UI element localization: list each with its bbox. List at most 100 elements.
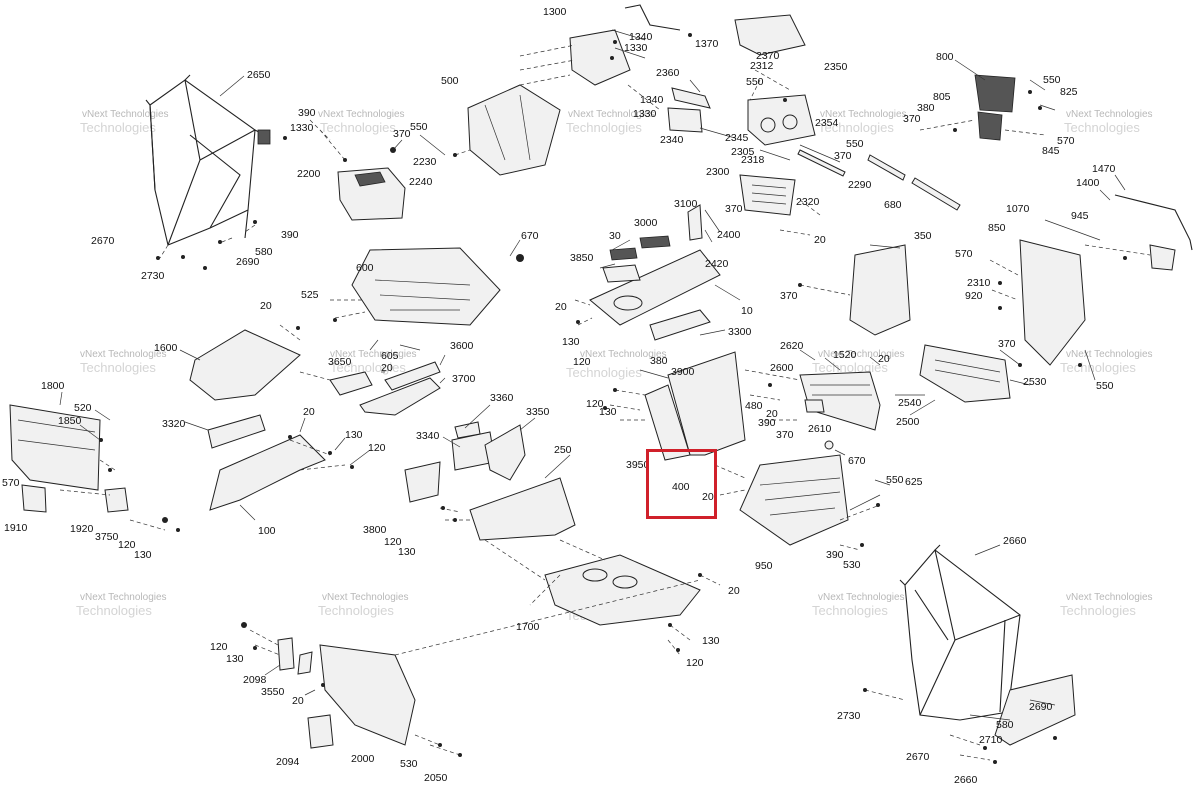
part-label: 2400	[717, 229, 741, 241]
part-label: 3000	[634, 217, 658, 229]
part-label: 550	[410, 121, 428, 133]
part-label: 1070	[1006, 203, 1030, 215]
part-2300	[739, 174, 796, 216]
part-3320	[207, 414, 266, 449]
highlight-box-part-400	[646, 449, 717, 519]
part-label: 500	[441, 75, 459, 87]
part-label: 2660	[954, 774, 978, 785]
part-1600	[189, 329, 301, 401]
part-label: 825	[1060, 86, 1078, 98]
part-label: 2730	[837, 710, 861, 722]
part-label: 2650	[247, 69, 271, 81]
part-30	[609, 247, 638, 261]
part-label: 550	[1043, 74, 1061, 86]
part-label: 1520	[833, 349, 857, 361]
part-label: 2540	[898, 397, 922, 409]
part-label: 2200	[297, 168, 321, 180]
part-label: 390	[826, 549, 844, 561]
part-label: 670	[521, 230, 539, 242]
part-label: 2050	[424, 772, 448, 784]
part-label: 950	[755, 560, 773, 572]
part-label: 20	[878, 353, 890, 365]
part-label: 2730	[141, 270, 165, 282]
part-label: 2350	[824, 61, 848, 73]
part-label: 1340	[640, 94, 664, 106]
part-label: 370	[780, 290, 798, 302]
part-label: 580	[996, 719, 1014, 731]
part-label: 2690	[1029, 701, 1053, 713]
part-label: 805	[933, 91, 951, 103]
part-label: 480	[745, 400, 763, 412]
part-label: 2345	[725, 132, 749, 144]
part-label: 2620	[780, 340, 804, 352]
fasteners	[99, 33, 1127, 764]
part-2200	[337, 167, 406, 221]
part-label: 3340	[416, 430, 440, 442]
part-label: 3650	[328, 356, 352, 368]
part-label: 520	[74, 402, 92, 414]
part-label: 1400	[1076, 177, 1100, 189]
part-label: 380	[650, 355, 668, 367]
part-label: 2360	[656, 67, 680, 79]
part-label: 130	[226, 653, 244, 665]
part-label: 680	[884, 199, 902, 211]
part-label: 580	[255, 246, 273, 258]
part-label: 3850	[570, 252, 594, 264]
part-label: 380	[917, 102, 935, 114]
part-label: 3750	[95, 531, 119, 543]
watermark: Technologies	[80, 360, 156, 375]
watermark: Technologies	[320, 120, 396, 135]
part-label: 2098	[243, 674, 267, 686]
part-label: 120	[586, 398, 604, 410]
part-label: 1700	[516, 621, 540, 633]
part-label: 3700	[452, 373, 476, 385]
part-label: 800	[936, 51, 954, 63]
watermark: vNext Technologies	[80, 592, 167, 603]
part-3650	[329, 371, 373, 396]
part-3800	[404, 461, 441, 503]
part-label: 3320	[162, 418, 186, 430]
part-800	[974, 74, 1016, 113]
part-250	[469, 477, 576, 541]
part-label: 2318	[741, 154, 765, 166]
part-3360	[454, 421, 481, 439]
part-label: 1850	[58, 415, 82, 427]
part-label: 2305	[731, 146, 755, 158]
rear-roll-cage	[899, 544, 1076, 746]
part-label: 130	[398, 546, 416, 558]
part-label: 2670	[91, 235, 115, 247]
leader-lines	[59, 29, 1151, 761]
part-label: 1600	[154, 342, 178, 354]
part-label: 605	[381, 350, 399, 362]
part-label: 2300	[706, 166, 730, 178]
part-label: 20	[260, 300, 272, 312]
watermark: vNext Technologies	[820, 109, 907, 120]
watermark: Technologies	[812, 360, 888, 375]
part-label: 3350	[526, 406, 550, 418]
part-label: 130	[599, 406, 617, 418]
part-label: 920	[965, 290, 983, 302]
part-label: 600	[356, 262, 374, 274]
part-2094	[307, 714, 334, 749]
part-label: 390	[298, 107, 316, 119]
part-label: 525	[301, 289, 319, 301]
part-3850	[602, 264, 641, 283]
part-label: 130	[562, 336, 580, 348]
part-label: 390	[281, 229, 299, 241]
watermark: vNext Technologies	[1066, 592, 1153, 603]
part-2000	[319, 644, 416, 746]
watermark: vNext Technologies	[318, 109, 405, 120]
part-label: 120	[210, 641, 228, 653]
part-label: 550	[846, 138, 864, 150]
watermark: vNext Technologies	[1066, 349, 1153, 360]
part-label: 2340	[660, 134, 684, 146]
part-3300	[649, 309, 711, 341]
part-label: 2290	[848, 179, 872, 191]
part-label: 130	[134, 549, 152, 561]
part-label: 570	[2, 477, 20, 489]
watermark: Technologies	[566, 365, 642, 380]
part-label: 20	[292, 695, 304, 707]
part-label: 370	[834, 150, 852, 162]
part-label: 1920	[70, 523, 94, 535]
part-label: 2310	[967, 277, 991, 289]
